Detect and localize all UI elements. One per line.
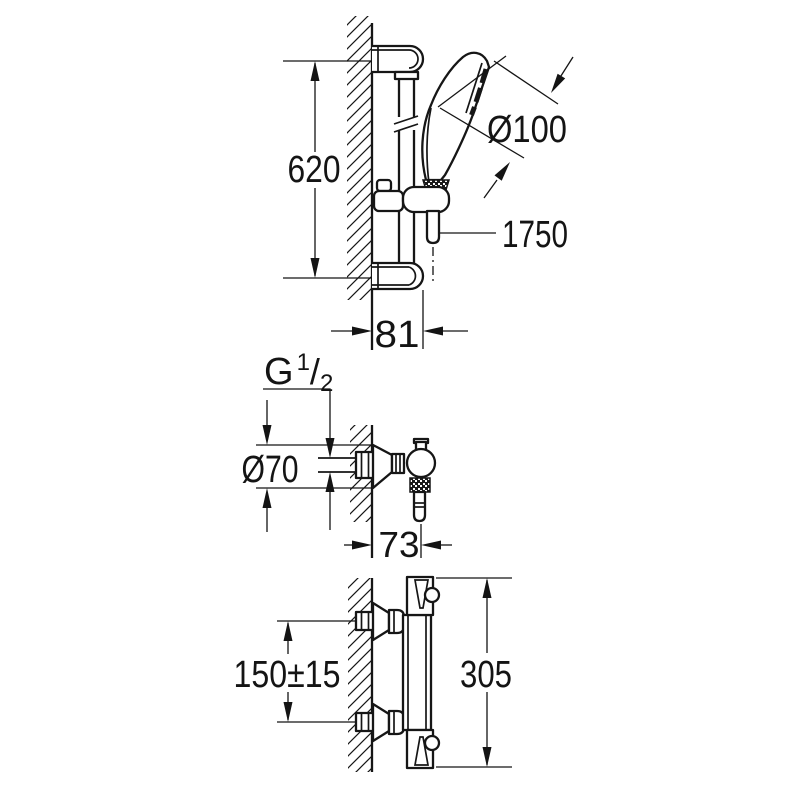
dim-bar-offset: 81 — [331, 290, 468, 356]
wall-hatch — [348, 578, 372, 772]
escutcheon-cone — [371, 443, 394, 490]
hex-nut — [354, 711, 376, 733]
rail-collar — [393, 70, 420, 81]
spray-face-inner-line — [465, 62, 483, 114]
escutcheon-diameter-label: Ø70 — [242, 449, 299, 491]
eco-button — [423, 734, 441, 752]
dim-inlet-spacing: 150±15 — [234, 621, 341, 722]
body-height-label: 305 — [460, 654, 512, 696]
dim-hose-length: 1750 — [440, 214, 568, 256]
shower-rail-assembly — [372, 44, 425, 291]
dim-rail-height: 620 — [283, 60, 372, 279]
top-view-wall — [347, 16, 374, 350]
hex-nut — [354, 610, 376, 632]
escutcheon-cone — [371, 702, 391, 743]
hose-stub — [425, 209, 441, 245]
union-nut — [387, 709, 406, 736]
hex-nut — [354, 450, 376, 480]
head-diameter-label: Ø100 — [487, 109, 567, 151]
bar-offset-label: 81 — [375, 314, 420, 356]
dim-projection-depth: 73 — [344, 524, 452, 565]
escutcheon-cone — [371, 601, 391, 642]
union-nut — [387, 608, 406, 635]
dim-body-height: 305 — [436, 577, 512, 768]
handle-grip — [413, 736, 430, 766]
projection-depth-label: 73 — [379, 524, 420, 565]
shower-valve-assembly — [318, 437, 437, 523]
hose-nut — [409, 477, 431, 493]
shower-holder — [401, 185, 451, 214]
valve-body — [405, 447, 437, 479]
handle-grip — [413, 579, 430, 609]
hand-shower — [372, 51, 491, 283]
hose-length-label: 1750 — [502, 214, 568, 256]
safety-stop-button — [423, 586, 441, 604]
rail-height-label: 620 — [288, 149, 341, 191]
dim-head-diameter: Ø100 — [437, 55, 574, 199]
thermostat-assembly — [277, 575, 441, 770]
rail-slider — [372, 189, 405, 213]
union-connector — [390, 452, 406, 475]
rail-bottom-bracket — [372, 261, 425, 291]
dim-escutcheon-diameter: Ø70 — [242, 400, 373, 532]
inlet-spacing-label: 150±15 — [234, 654, 341, 696]
wall-hatch — [347, 16, 372, 300]
bottom-view-wall — [348, 578, 374, 772]
slider-clamp-knob — [375, 178, 393, 193]
hand-shower-body — [421, 51, 491, 182]
